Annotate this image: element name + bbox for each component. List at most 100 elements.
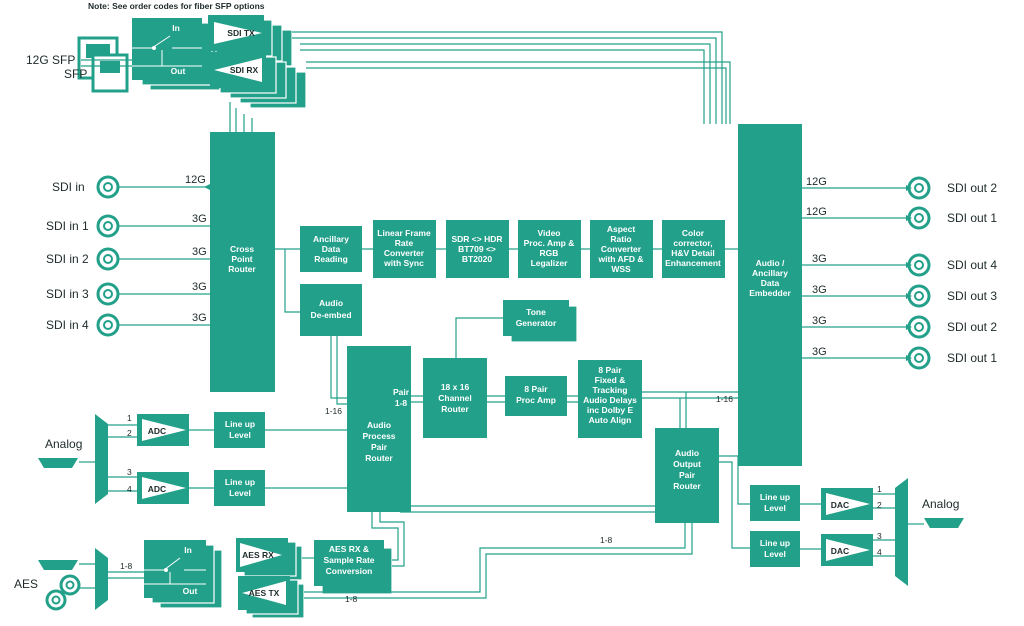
svg-text:18 x 16: 18 x 16 [441,382,470,392]
output-rate: 12G [806,206,827,218]
cross-point-router: Cross Point Router [210,132,275,392]
svg-text:8 Pair: 8 Pair [524,384,548,394]
input-label: SDI in 3 [46,287,89,301]
svg-text:BT2020: BT2020 [462,254,493,264]
svg-text:2: 2 [127,428,132,438]
svg-text:Color: Color [682,228,705,238]
svg-text:Output: Output [673,459,701,469]
svg-text:Video: Video [538,228,561,238]
svg-text:DAC: DAC [831,546,849,556]
audio-delays-block: 8 Pair Fixed & Tracking Audio Delays inc… [578,360,642,438]
aes-label: AES [14,577,38,591]
sdr-hdr-block: SDR <> HDR BT709 <> BT2020 [446,220,509,278]
sdi-tx-block: SDI TX [208,15,293,67]
svg-text:DAC: DAC [831,500,849,510]
svg-text:Audio Delays: Audio Delays [583,395,637,405]
svg-text:Data: Data [322,244,341,254]
svg-text:Pair: Pair [393,387,410,397]
input-rate: 3G [192,246,207,258]
svg-text:Router: Router [441,404,469,414]
svg-text:Converter: Converter [601,244,642,254]
output-label: SDI out 4 [947,258,997,272]
analog-output-mux [895,478,908,586]
svg-text:Cross: Cross [230,244,254,254]
audio-ancillary-embedder-block: Audio / Ancillary Data Embedder [738,124,802,466]
svg-text:Legalizer: Legalizer [531,258,569,268]
output-label: SDI out 3 [947,289,997,303]
svg-text:Process: Process [362,431,395,441]
svg-text:8 Pair: 8 Pair [598,365,622,375]
svg-text:Proc. Amp &: Proc. Amp & [524,238,575,248]
svg-text:Point: Point [231,254,252,264]
sfp-switch-block: In Out [132,18,221,91]
svg-text:H&V Detail: H&V Detail [671,248,714,258]
svg-text:Embedder: Embedder [749,288,791,298]
svg-text:4: 4 [877,547,882,557]
svg-text:1: 1 [127,413,132,423]
svg-text:RGB: RGB [540,248,559,258]
svg-text:inc Dolby E: inc Dolby E [587,405,634,415]
output-label: SDI out 2 [947,320,997,334]
lineup-level-block: Line up Level [750,485,800,521]
svg-text:2: 2 [877,500,882,510]
svg-text:3: 3 [877,531,882,541]
svg-text:SDR <> HDR: SDR <> HDR [451,234,502,244]
aes-rx-block: AES RX [236,538,303,581]
svg-text:ADC: ADC [148,426,166,436]
svg-text:Data: Data [761,278,780,288]
input-label: SDI in 1 [46,219,89,233]
aes-out-label: Out [183,586,198,596]
adc-block: ADC [137,414,189,446]
adc-block: ADC [137,472,189,504]
svg-text:Rate: Rate [395,238,414,248]
svg-text:corrector,: corrector, [673,238,712,248]
aes-tx-block: AES TX [238,576,305,619]
svg-text:WSS: WSS [611,264,631,274]
input-rate: 3G [192,312,207,324]
svg-text:Audio /: Audio / [756,258,785,268]
svg-text:Router: Router [365,453,393,463]
svg-text:Audio: Audio [319,298,343,308]
svg-text:Proc Amp: Proc Amp [516,395,556,405]
lineup-level-block: Line up Level [214,412,265,448]
analog-connector-icon [38,458,78,468]
input-label: SDI in 4 [46,318,89,332]
svg-text:Line up: Line up [225,419,255,429]
output-label: SDI out 2 [947,181,997,195]
svg-text:Line up: Line up [225,477,255,487]
svg-text:ADC: ADC [148,484,166,494]
pair-proc-amp-block: 8 Pair Proc Amp [505,376,567,416]
svg-text:Tracking: Tracking [593,385,628,395]
bnc-connector-icon [907,206,931,230]
svg-text:with Sync: with Sync [383,258,424,268]
svg-text:AES RX: AES RX [242,550,274,560]
svg-text:Converter: Converter [384,248,425,258]
svg-text:Ancillary: Ancillary [313,234,349,244]
sfp-label: SFP [64,67,87,81]
sfp-in-label: In [172,23,180,33]
aes-in-label: In [184,545,192,555]
svg-text:3: 3 [127,467,132,477]
dac-block: DAC [821,488,873,520]
ancillary-data-reading-block: Ancillary Data Reading [300,226,362,272]
range-label: 1-8 [120,561,133,571]
svg-text:Conversion: Conversion [326,566,373,576]
svg-text:AES TX: AES TX [249,588,280,598]
bnc-connector-icon [96,247,120,271]
bnc-connector-icon [907,315,931,339]
note-text: Note: See order codes for fiber SFP opti… [88,1,265,11]
input-label: SDI in [52,180,85,194]
tone-generator-block: Tone Generator [503,300,578,343]
bnc-connector-icon [96,175,120,199]
svg-text:Ratio: Ratio [610,234,631,244]
svg-text:Tone: Tone [526,307,546,317]
svg-text:Linear Frame: Linear Frame [377,228,431,238]
sfp-out-label: Out [171,66,186,76]
frame-rate-converter-block: Linear Frame Rate Converter with Sync [373,220,436,278]
svg-text:Pair: Pair [371,442,388,452]
svg-text:Reading: Reading [314,254,348,264]
video-proc-amp-block: Video Proc. Amp & RGB Legalizer [518,220,581,278]
svg-text:Router: Router [673,481,701,491]
output-rate: 12G [806,176,827,188]
svg-text:Generator: Generator [516,318,557,328]
